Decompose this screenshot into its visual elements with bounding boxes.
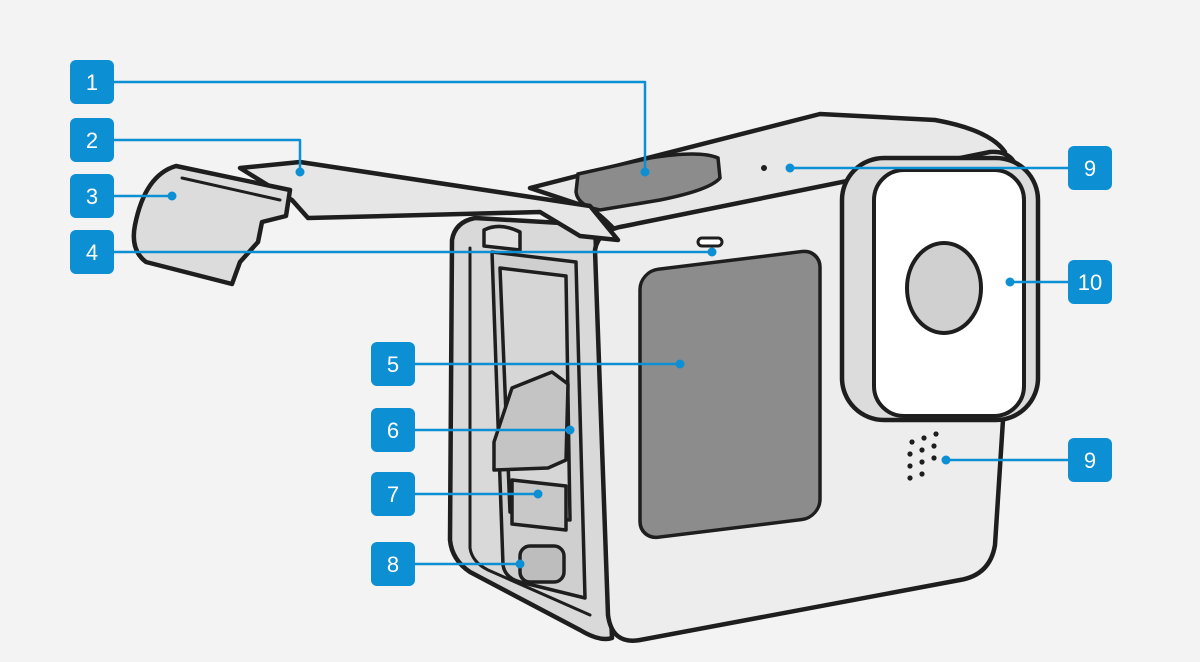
- status-light: [696, 236, 724, 248]
- card-slot: [510, 478, 568, 532]
- usb-port: [518, 544, 566, 584]
- callout-1: 1: [70, 60, 114, 104]
- rear-screen: [638, 249, 822, 540]
- door-hinge: [482, 224, 522, 252]
- front-microphone-grille: [907, 431, 939, 481]
- camera-side-inner-edge: [468, 246, 592, 617]
- callout-5: 5: [371, 342, 415, 386]
- top-microphone-hole: [761, 165, 767, 171]
- lens-glass: [905, 241, 983, 335]
- callout-4: 4: [70, 230, 114, 274]
- callout-3-label: 3: [86, 184, 98, 209]
- leader-line-2: [112, 138, 302, 174]
- leader-lines: [112, 80, 1070, 566]
- battery-pull-tab: [492, 370, 570, 472]
- callout-9-top: 9: [1068, 146, 1112, 190]
- callout-9-top-label: 9: [1084, 156, 1096, 181]
- callout-1-label: 1: [86, 70, 98, 95]
- callout-2-label: 2: [86, 128, 98, 153]
- callout-8-label: 8: [387, 552, 399, 577]
- callout-2: 2: [70, 118, 114, 162]
- callout-7: 7: [371, 472, 415, 516]
- callout-6-label: 6: [387, 418, 399, 443]
- callout-9-front-label: 9: [1084, 448, 1096, 473]
- callout-10: 10: [1068, 260, 1112, 304]
- callout-7-label: 7: [387, 482, 399, 507]
- callout-3: 3: [70, 174, 114, 218]
- leader-line-1: [112, 80, 647, 174]
- door-cap-ridge: [180, 176, 282, 202]
- lens-module: [839, 155, 1041, 423]
- callout-6: 6: [371, 408, 415, 452]
- leader-dots: [167, 163, 1015, 569]
- callout-10-label: 10: [1078, 270, 1102, 295]
- callout-5-label: 5: [387, 352, 399, 377]
- callout-9-front: 9: [1068, 438, 1112, 482]
- callout-4-label: 4: [86, 240, 98, 265]
- callout-8: 8: [371, 542, 415, 586]
- door-arm: [237, 159, 621, 243]
